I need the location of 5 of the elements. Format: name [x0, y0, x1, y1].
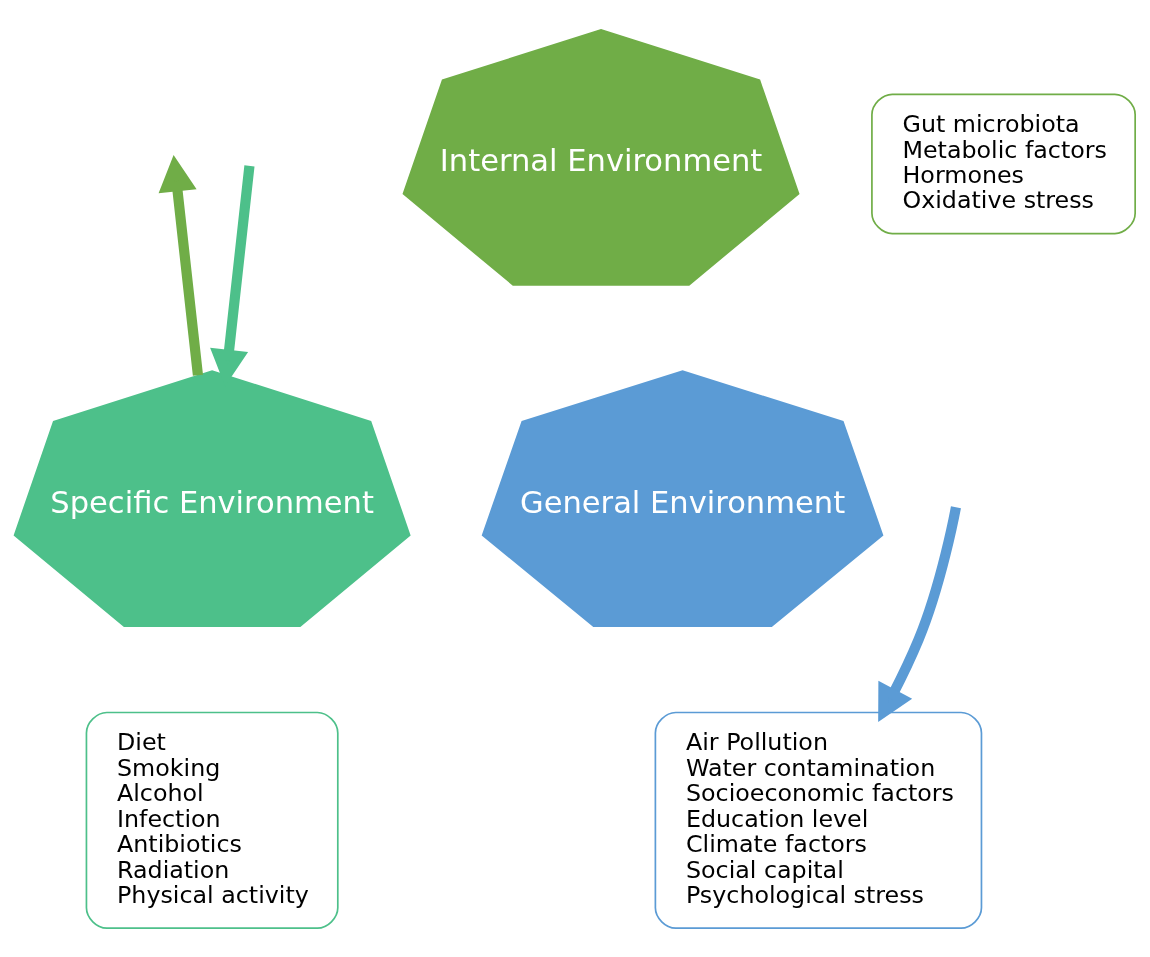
node-box: Diet Smoking Alcohol Infection Antibiotics Radiation Physical activity — [85, 711, 339, 929]
arrow — [158, 154, 203, 376]
node-box: Air Pollution Water contamination Socioeconomic factors Education level Climate factors Social capital Psychological stress — [654, 711, 983, 929]
arrow — [878, 505, 961, 722]
node-box: Gut microbiota Metabolic factors Hormones Oxidative stress — [871, 93, 1136, 234]
